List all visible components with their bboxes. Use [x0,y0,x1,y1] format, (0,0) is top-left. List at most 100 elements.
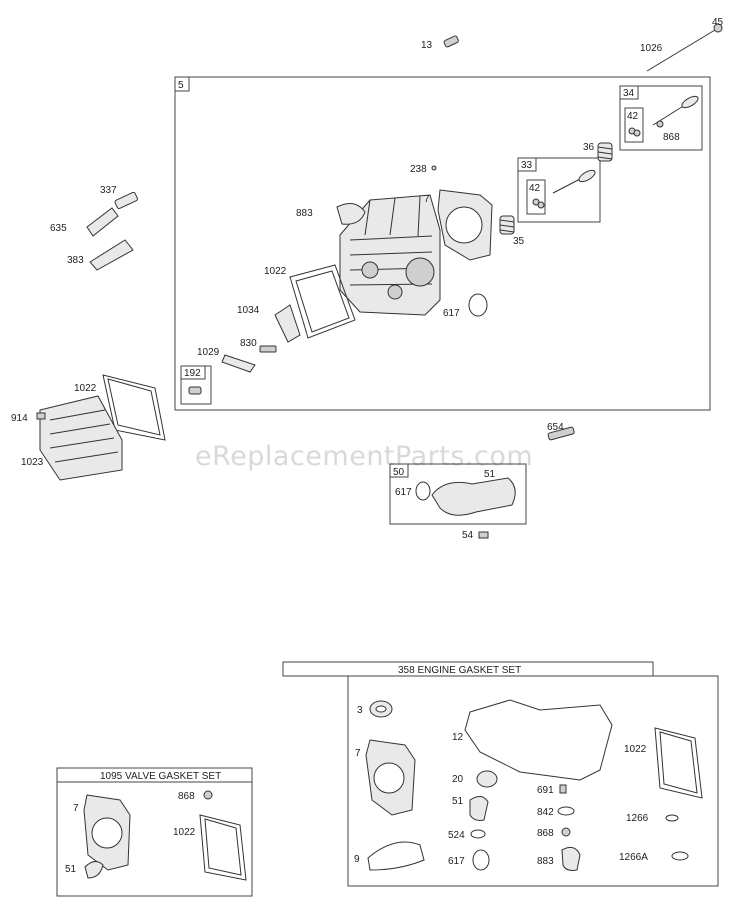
label-635: 635 [50,223,67,234]
exhaust-valve-icon [532,169,596,209]
label-883-top: 883 [296,208,313,219]
watermark: eReplacementParts.com [195,441,533,472]
intake-assembly-box [389,463,527,525]
screw-13-icon [443,35,459,48]
valve-spring-36-icon [597,142,613,162]
label-1022-cover: 1022 [74,383,97,394]
label-1026: 1026 [640,43,663,54]
egs-label-20: 20 [452,774,464,785]
valve-gasket-set-header [56,767,253,783]
spark-plug-boot-icon [86,207,119,237]
vgs-fitting-868-icon [203,790,213,800]
egs-o-ring-842-icon [557,806,575,816]
intake-manifold-icon [415,477,516,516]
head-gasket-icon [437,189,493,261]
vgs-gasket-51-icon [84,861,104,879]
label-13: 13 [421,40,433,51]
pushrod-icon [646,23,723,72]
vgs-label-1022: 1022 [173,827,196,838]
label-617-intake: 617 [395,487,412,498]
egs-label-691: 691 [537,785,554,796]
label-35: 35 [513,236,525,247]
engine-gasket-set-box [347,675,719,887]
label-830: 830 [240,338,257,349]
bracket-383-icon [89,239,134,271]
egs-label-12: 12 [452,732,464,743]
o-ring-617-icon [468,293,488,317]
label-383: 383 [67,255,84,266]
assembly-number-box [174,76,190,92]
screw-914-icon [36,412,46,420]
spark-plug-icon [114,191,138,210]
valve-gasket-set-title: 1095 VALVE GASKET SET [100,771,221,782]
cylinder-head-icon [339,194,441,316]
egs-o-ring-1266a-icon [671,851,689,861]
label-51-intake: 51 [484,469,496,480]
breather-number-box [180,365,206,380]
part-1029-icon [221,354,256,373]
intake-number-box [389,463,409,478]
fitting-icon [188,386,202,395]
engine-gasket-set-title: 358 ENGINE GASKET SET [398,665,521,676]
intake-valve-number-box [619,85,639,100]
vgs-label-51: 51 [65,864,77,875]
label-617-head: 617 [443,308,460,319]
egs-label-842: 842 [537,807,554,818]
label-1029: 1029 [197,347,220,358]
egs-gasket-51-icon [469,796,489,821]
label-1022-head: 1022 [264,266,287,277]
egs-crankcase-gasket-icon [464,699,613,781]
head-gasket-icon-set1 [83,794,131,871]
egs-label-3: 3 [357,705,363,716]
valve-cover-gasket-icon [102,374,166,441]
egs-label-51: 51 [452,796,464,807]
label-1023: 1023 [21,457,44,468]
assembly-number: 5 [178,80,184,91]
intake-valve-box [619,85,703,151]
vgs-label-7: 7 [73,803,79,814]
label-45: 45 [712,17,724,28]
label-36: 36 [583,142,595,153]
egs-label-617: 617 [448,856,465,867]
egs-label-524: 524 [448,830,465,841]
egs-o-ring-617-icon [472,849,490,871]
intake-number: 50 [393,467,405,478]
exhaust-valve-number: 33 [521,160,533,171]
gasket-883-icon [336,202,366,225]
egs-gasket-9-icon [367,841,425,871]
rocker-cover-gasket-icon [289,264,356,339]
label-654: 654 [547,422,564,433]
egs-fitting-868-icon [561,827,571,837]
egs-head-gasket-icon [365,739,416,816]
egs-fitting-691-icon [559,784,567,794]
label-7-top: 7 [424,194,430,205]
label-1034: 1034 [237,305,260,316]
label-337: 337 [100,185,117,196]
valve-cover-icon [39,395,123,481]
exhaust-valve-inner-number: 42 [529,183,541,194]
egs-gasket-883-icon [561,846,581,871]
intake-valve-icon [628,95,699,137]
label-238: 238 [410,164,427,175]
egs-seal-20-icon [476,770,498,788]
valve-spring-35-icon [499,215,515,235]
breather-number: 192 [184,368,201,379]
egs-label-7: 7 [355,748,361,759]
stud-654-icon [547,426,575,441]
egs-label-1266: 1266 [626,813,649,824]
intake-valve-number: 34 [623,88,635,99]
egs-cover-gasket-icon [654,727,703,799]
exhaust-valve-number-box [517,157,537,172]
egs-o-ring-1266-icon [665,814,679,822]
bolt-830-icon [259,345,277,353]
part-1034-icon [274,304,301,343]
egs-label-883: 883 [537,856,554,867]
exhaust-valve-box [517,157,601,223]
vgs-cover-gasket-icon [199,814,247,881]
cylinder-head-assembly-box [174,76,711,411]
egs-label-868: 868 [537,828,554,839]
pin-238-icon [431,165,437,171]
egs-label-1266a: 1266A [619,852,648,863]
egs-o-ring-524-icon [470,829,486,839]
